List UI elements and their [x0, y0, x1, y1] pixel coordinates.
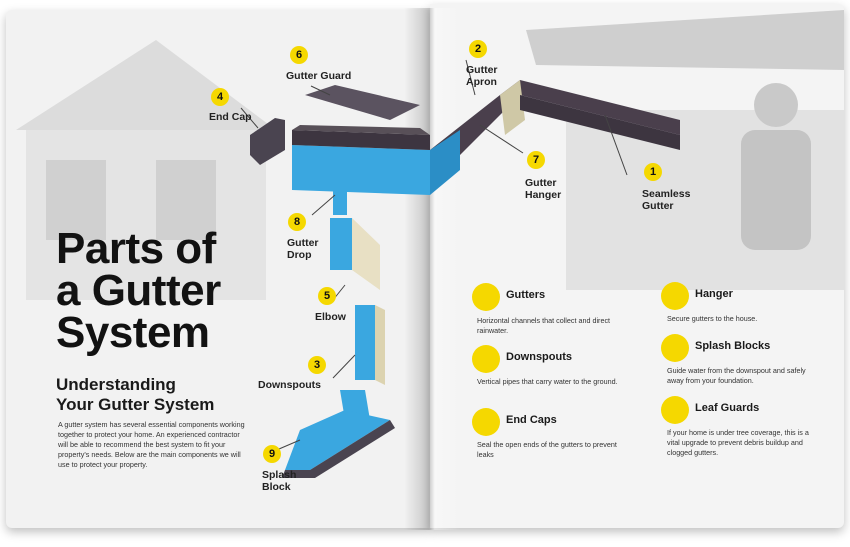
legend-end-caps-desc: Seal the open ends of the gutters to pre…	[477, 440, 617, 459]
gutter-drop	[333, 190, 347, 215]
legend-leaf-guards-desc: If your home is under tree coverage, thi…	[667, 428, 809, 457]
callout-7-badge: 7	[527, 151, 545, 169]
callout-4-label: End Cap	[209, 111, 252, 123]
callout-8-badge: 8	[288, 213, 306, 231]
gutter-icon	[472, 283, 500, 311]
gutter-apron	[430, 80, 680, 165]
seamless-gutter	[292, 145, 430, 195]
book-spine	[404, 8, 460, 530]
callout-6-label: Gutter Guard	[286, 70, 352, 82]
legend-splash-blocks-desc: Guide water from the downspout and safel…	[667, 366, 806, 385]
callout-9-badge: 9	[263, 445, 281, 463]
legend-gutters-title: Gutters	[506, 289, 546, 301]
callout-6-badge: 6	[290, 46, 308, 64]
callout-3-label: Downspouts	[258, 379, 321, 391]
page-title: Parts of a Gutter System	[56, 224, 221, 357]
legend-end-caps-title: End Caps	[506, 414, 557, 426]
callout-1-badge: 1	[644, 163, 662, 181]
callout-4-badge: 4	[211, 88, 229, 106]
intro-paragraph: A gutter system has several essential co…	[58, 420, 245, 469]
end-cap	[250, 118, 285, 165]
hanger-icon	[661, 282, 689, 310]
legend-hanger-title: Hanger	[695, 288, 733, 300]
callout-2-badge: 2	[469, 40, 487, 58]
leaf-guard-icon	[661, 396, 689, 424]
callout-5-badge: 5	[318, 287, 336, 305]
end-cap-icon	[472, 408, 500, 436]
house-background-image	[16, 10, 844, 300]
callout-3-badge: 3	[308, 356, 326, 374]
legend-downspouts-desc: Vertical pipes that carry water to the g…	[477, 377, 618, 386]
callout-5-label: Elbow	[315, 311, 346, 323]
legend-splash-blocks-title: Splash Blocks	[695, 340, 771, 352]
gutter-guard	[305, 85, 420, 120]
splash-block	[285, 410, 390, 470]
splash-block-icon	[661, 334, 689, 362]
legend-hanger-desc: Secure gutters to the house.	[667, 314, 758, 323]
legend-gutters-desc: Horizontal channels that collect and dir…	[477, 316, 611, 335]
legend-leaf-guards-title: Leaf Guards	[695, 402, 760, 414]
downspout	[355, 305, 375, 380]
elbow	[330, 218, 352, 270]
legend-downspouts-title: Downspouts	[506, 351, 572, 363]
downspout-icon	[472, 345, 500, 373]
page-subtitle: Understanding Your Gutter System	[56, 375, 215, 414]
